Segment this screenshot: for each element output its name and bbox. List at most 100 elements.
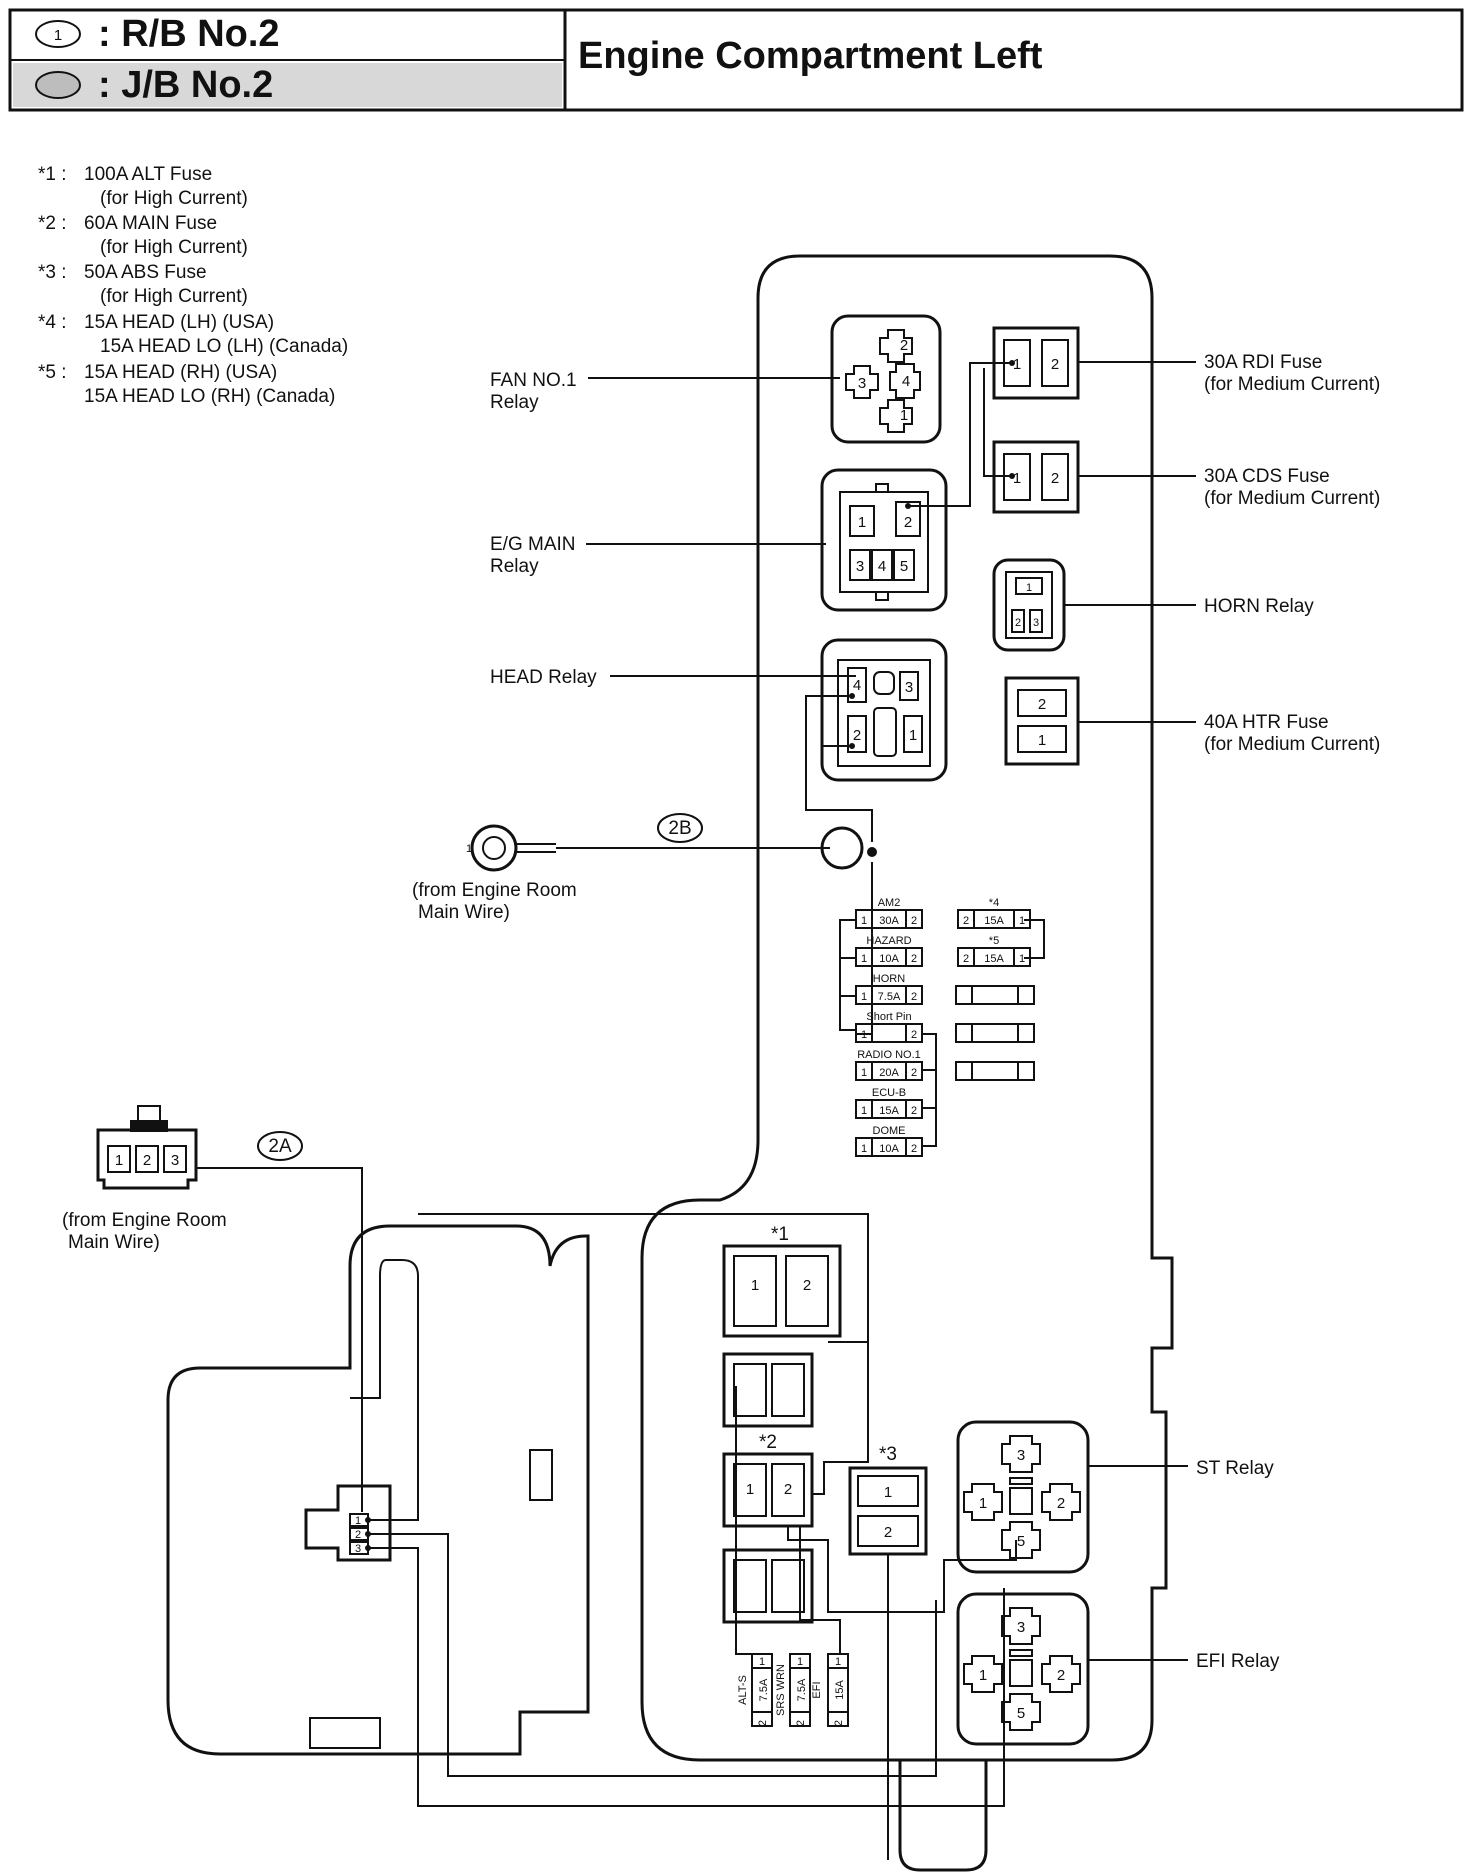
- svg-text:2: 2: [911, 953, 917, 965]
- rdi-fuse-label: (for Medium Current): [1204, 374, 1380, 395]
- head-fuse-rh: *5 2 15A 1: [957, 935, 1031, 967]
- bottom-wire-stub: [898, 1760, 988, 1872]
- page-title: Engine Compartment Left: [578, 35, 1043, 77]
- svg-text:2: 2: [1015, 617, 1021, 629]
- mini-fuse-short-pin: Short Pin 1 2: [855, 1011, 923, 1043]
- rb-symbol-icon: 1: [35, 20, 81, 48]
- note-line: 100A ALT Fuse: [84, 164, 212, 185]
- note-mark: *4 :: [38, 312, 67, 333]
- svg-text:2: 2: [911, 1143, 917, 1155]
- note-line: 15A HEAD LO (RH) (Canada): [84, 386, 335, 407]
- connector-code-badge: [657, 813, 703, 843]
- from-wire-label: (from Engine Room: [62, 1210, 227, 1231]
- svg-text:HAZARD: HAZARD: [866, 935, 911, 947]
- jb-inner-connector: 1 2 3: [304, 1259, 1005, 1807]
- svg-text:1: 1: [979, 1667, 987, 1684]
- mini-fuse-horn: HORN 1 7.5A 2: [855, 973, 923, 1005]
- svg-text:15A: 15A: [984, 915, 1004, 927]
- spare-fuse-slot: [955, 1023, 1035, 1043]
- note-line: 15A HEAD LO (LH) (Canada): [100, 336, 348, 357]
- fan-relay-label: FAN NO.1: [490, 370, 577, 391]
- svg-text:1: 1: [1013, 470, 1021, 487]
- vertical-fuse-row: 1 7.5A 2 ALT-S 1 7.5A 2 SRS WRN 1 15A 2 …: [735, 1386, 849, 1727]
- vertical-fuse-efi: 1 15A 2 EFI: [811, 1653, 849, 1727]
- svg-text:2: 2: [1057, 1495, 1065, 1512]
- svg-text:1: 1: [1019, 915, 1025, 927]
- htr-fuse: 2 1 40A HTR Fuse (for Medium Current): [1004, 676, 1380, 766]
- head-fuse-column: *4 2 15A 1 *5 2 15A 1: [955, 897, 1035, 1081]
- svg-text:1: 1: [1013, 356, 1021, 373]
- cds-fuse-label: 30A CDS Fuse: [1204, 466, 1330, 487]
- svg-text:5: 5: [1017, 1533, 1025, 1550]
- svg-text:1: 1: [861, 991, 867, 1003]
- from-wire-label: Main Wire): [418, 902, 510, 923]
- svg-text:1: 1: [861, 1105, 867, 1117]
- connector-2a: 1 2 3 2A (from Engine Room Main Wire): [62, 1105, 363, 1512]
- mini-fuse-am2: AM2 1 30A 2: [855, 897, 923, 929]
- svg-text:2: 2: [900, 337, 908, 354]
- svg-text:10A: 10A: [879, 953, 899, 965]
- svg-text:2: 2: [1051, 356, 1059, 373]
- efi-relay-label: EFI Relay: [1196, 1651, 1280, 1672]
- svg-text:1: 1: [861, 1143, 867, 1155]
- svg-text:3: 3: [1017, 1447, 1025, 1464]
- svg-text:1: 1: [1019, 953, 1025, 965]
- svg-text:1: 1: [54, 27, 62, 44]
- svg-text:2: 2: [143, 1152, 151, 1169]
- terminal-stud-icon: [820, 826, 864, 870]
- svg-text:SRS WRN: SRS WRN: [775, 1664, 787, 1716]
- block-tab: [309, 1717, 381, 1749]
- svg-text:10A: 10A: [879, 1143, 899, 1155]
- svg-text:2: 2: [355, 1529, 361, 1541]
- spare-fuse-slot: [955, 1061, 1035, 1081]
- note-mark: *2 :: [38, 213, 67, 234]
- svg-text:1: 1: [746, 1481, 754, 1498]
- rdi-fuse-label: 30A RDI Fuse: [1204, 352, 1322, 373]
- internal-wiring: [805, 360, 1045, 1147]
- note-line: 15A HEAD (RH) (USA): [84, 362, 277, 383]
- svg-text:*4: *4: [989, 897, 999, 909]
- svg-text:HORN: HORN: [873, 973, 905, 985]
- fan-no1-relay: 2 3 4 1 FAN NO.1 Relay: [490, 314, 942, 444]
- svg-text:1: 1: [115, 1152, 123, 1169]
- horn-relay: 1 2 3 HORN Relay: [992, 558, 1314, 652]
- note-line: 15A HEAD (LH) (USA): [84, 312, 274, 333]
- svg-text:DOME: DOME: [873, 1125, 906, 1137]
- svg-text:*5: *5: [989, 935, 999, 947]
- svg-text:2: 2: [884, 1524, 892, 1541]
- svg-text:1: 1: [900, 407, 908, 424]
- svg-text:1: 1: [835, 1656, 841, 1668]
- svg-text:Short Pin: Short Pin: [866, 1011, 911, 1023]
- svg-text:1: 1: [909, 727, 917, 744]
- st-relay-label: ST Relay: [1196, 1458, 1274, 1479]
- svg-text:7.5A: 7.5A: [758, 1678, 770, 1701]
- box-outlines: [166, 254, 1174, 1762]
- svg-text:2: 2: [795, 1720, 807, 1726]
- svg-text:ALT-S: ALT-S: [737, 1675, 749, 1705]
- head-relay: 4 3 2 1 HEAD Relay: [490, 638, 948, 782]
- svg-text:3: 3: [1017, 1619, 1025, 1636]
- mini-fuse-column: AM2 1 30A 2 HAZARD 1 10A 2 HORN 1 7.5A 2…: [855, 897, 923, 1157]
- big-fuse-spare-2: [722, 1548, 814, 1624]
- junction-block-outline: [166, 1224, 590, 1756]
- svg-text:1: 1: [759, 1656, 765, 1668]
- svg-text:4: 4: [878, 558, 886, 575]
- svg-text:1: 1: [884, 1484, 892, 1501]
- vertical-fuse-srs-wrn: 1 7.5A 2 SRS WRN: [775, 1653, 811, 1727]
- svg-text:1: 1: [466, 843, 472, 855]
- svg-text:2: 2: [803, 1277, 811, 1294]
- svg-text:2: 2: [1038, 696, 1046, 713]
- svg-text:30A: 30A: [879, 915, 899, 927]
- svg-text:3: 3: [905, 679, 913, 696]
- svg-text:2: 2: [853, 727, 861, 744]
- svg-text:3: 3: [858, 375, 866, 392]
- svg-text:5: 5: [900, 558, 908, 575]
- svg-text:3: 3: [171, 1152, 179, 1169]
- svg-text:2: 2: [911, 1029, 917, 1041]
- svg-text:2: 2: [904, 514, 912, 531]
- fan-relay-label: Relay: [490, 392, 539, 413]
- note-mark: *3 :: [38, 262, 67, 283]
- spare-fuse-slot: [955, 985, 1035, 1005]
- big-fuse-abs: *3 1 2: [848, 1444, 928, 1556]
